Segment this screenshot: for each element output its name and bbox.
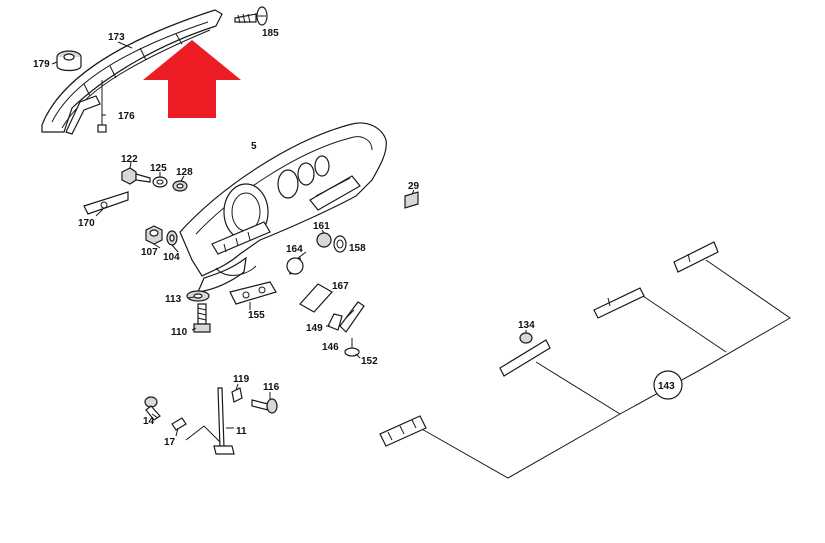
connector-a [379,415,427,447]
label-173: 173 [108,32,125,43]
label-176: 176 [118,111,135,122]
pin-152 [344,338,360,357]
washer-128 [172,180,188,192]
label-17: 17 [164,437,176,448]
label-110: 110 [171,327,188,338]
label-143: 143 [658,381,675,392]
plate-167 [299,283,333,313]
cap-161 [316,232,332,248]
bolt-116 [251,398,278,414]
trim-piece-146 [339,301,365,333]
connector-c [593,287,645,319]
connector-d [673,241,719,273]
bracket-155 [229,281,277,305]
trim-strip-173 [41,9,223,135]
plug-158 [333,235,347,253]
label-14: 14 [143,416,155,427]
label-5: 5 [251,141,257,152]
label-167: 167 [332,281,349,292]
label-170: 170 [78,218,95,229]
label-122: 122 [121,154,138,165]
part-labels: 173 185 179 176 5 122 125 128 29 170 161… [33,28,675,448]
wiring-harness-143 [419,259,791,479]
bolt-122 [121,167,151,185]
washer-113 [186,290,210,302]
label-134: 134 [518,320,535,331]
label-11: 11 [236,426,247,437]
label-116: 116 [263,382,280,393]
dashboard-5 [179,122,387,293]
bracket-170 [83,191,129,215]
screw-110 [193,303,211,333]
label-113: 113 [165,294,182,305]
label-155: 155 [248,310,265,321]
label-185: 185 [262,28,279,39]
bracket-119 [231,387,243,403]
grommet-179 [56,50,82,72]
label-146: 146 [322,342,339,353]
label-161: 161 [313,221,330,232]
label-104: 104 [163,252,180,263]
highlight-arrow [143,40,241,118]
button-29 [404,191,419,209]
nut-125 [152,176,168,188]
screw-185 [234,6,268,26]
clip-176 [97,80,107,133]
label-164: 164 [286,244,303,255]
plug-164 [286,257,304,275]
label-152: 152 [361,356,378,367]
rod-11 [185,387,235,455]
clip-149 [327,313,343,331]
clip-17 [171,417,187,431]
label-179: 179 [33,59,50,70]
label-128: 128 [176,167,193,178]
label-107: 107 [141,247,158,258]
label-149: 149 [306,323,323,334]
label-125: 125 [150,163,167,174]
nut-107 [145,225,163,245]
label-158: 158 [349,243,366,254]
connector-b-134 [499,332,551,377]
washer-104 [166,230,178,246]
label-119: 119 [233,374,250,385]
leader-lines [51,41,527,437]
label-29: 29 [408,181,420,192]
